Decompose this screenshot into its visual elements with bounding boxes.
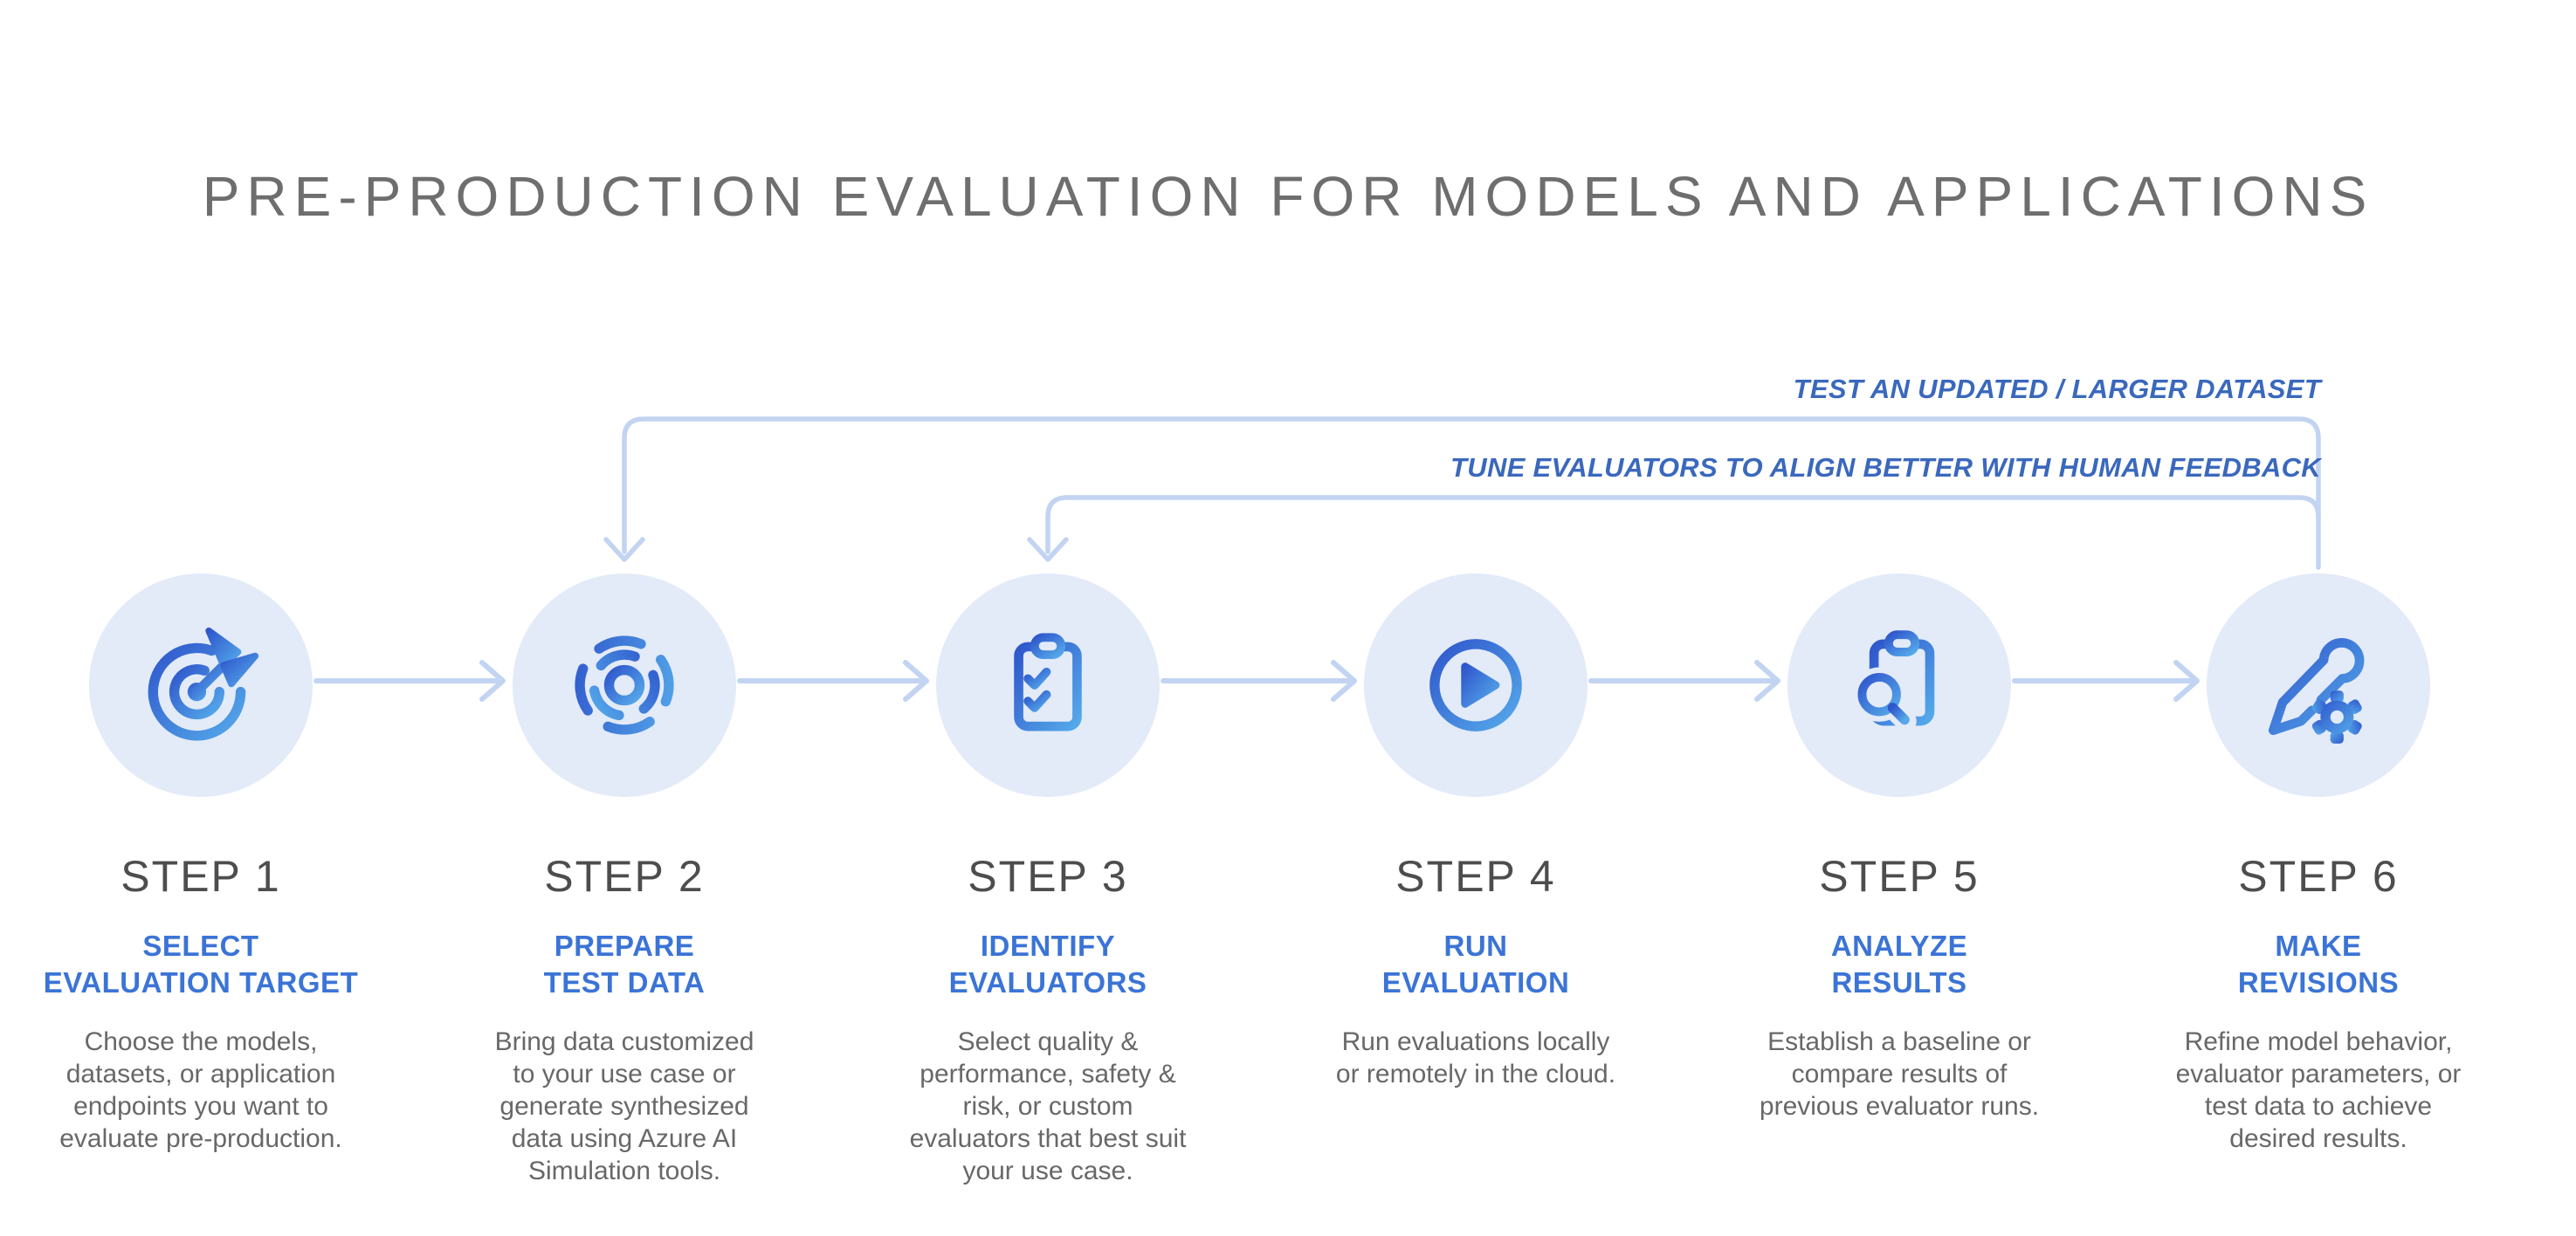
step-description: Choose the models, datasets, or applicat… [59,1027,342,1153]
page-title: PRE-PRODUCTION EVALUATION FOR MODELS AND… [202,165,2374,228]
target-icon [148,627,259,741]
step-subtitle: IDENTIFY EVALUATORS [948,930,1147,999]
step-description: Select quality & performance, safety & r… [909,1027,1187,1185]
step-label: STEP 2 [544,852,705,901]
step-description: Bring data customized to your use case o… [494,1027,754,1185]
feedback-loop-label-dataset: TEST AN UPDATED / LARGER DATASET [1793,374,2321,404]
step-label: STEP 5 [1819,852,1980,901]
pencil-gear-icon [2269,638,2365,744]
step-icon-circle [1364,573,1588,797]
step-description: Run evaluations locally or remotely in t… [1335,1027,1616,1088]
step-icon-circle [513,573,736,797]
radar-pulse-icon [575,635,674,735]
step-description: Establish a baseline or compare results … [1759,1027,2040,1121]
step-icon-circle [936,573,1160,797]
play-icon [1429,639,1522,731]
step-column-2: STEP 2 PREPARE TEST DATA Bring data cust… [415,0,834,1236]
step-column-3: STEP 3 IDENTIFY EVALUATORS Select qualit… [838,0,1257,1236]
step-label: STEP 6 [2238,852,2399,901]
feedback-loop-label-tune: TUNE EVALUATORS TO ALIGN BETTER WITH HUM… [1450,452,2321,483]
clipboard-checklist-icon [1014,633,1082,731]
clipboard-search-icon [1852,630,1935,732]
step-description: Refine model behavior, evaluator paramet… [2175,1027,2462,1153]
step-subtitle: ANALYZE RESULTS [1830,930,1968,999]
step-subtitle: SELECT EVALUATION TARGET [43,930,359,999]
gear-glyph [2311,690,2362,744]
step-icon-circle [2207,573,2430,797]
step-column-1: STEP 1 SELECT EVALUATION TARGET Choose t… [0,0,410,1236]
step-subtitle: PREPARE TEST DATA [543,930,706,999]
step-column-5: STEP 5 ANALYZE RESULTS Establish a basel… [1690,0,2109,1236]
step-label: STEP 1 [121,852,281,901]
step-icon-circle [1787,573,2011,797]
step-label: STEP 3 [968,852,1128,901]
step-subtitle: RUN EVALUATION [1381,930,1570,999]
step-icon-circle [89,573,313,797]
step-label: STEP 4 [1395,852,1556,901]
step-column-4: STEP 4 RUN EVALUATION Run evaluations lo… [1266,0,1685,1236]
step-column-6: STEP 6 MAKE REVISIONS Refine model behav… [2109,0,2528,1236]
step-subtitle: MAKE REVISIONS [2237,930,2400,999]
